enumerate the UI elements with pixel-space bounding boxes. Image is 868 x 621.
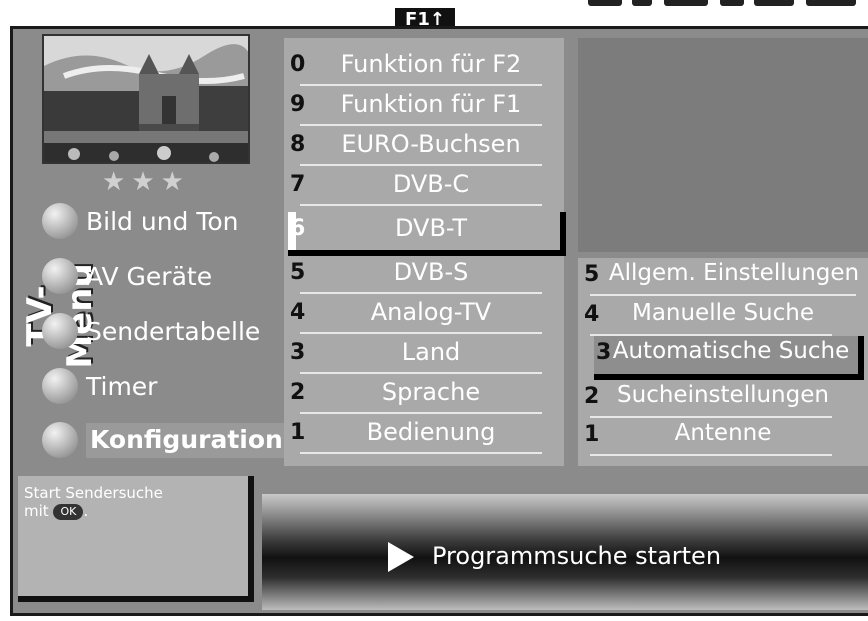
item-label: Antenne <box>674 420 772 446</box>
item-number: 9 <box>290 92 306 117</box>
menu-item-sendertabelle[interactable]: Sendertabelle <box>42 308 277 354</box>
config-item-dvb-t[interactable]: 6 DVB-T <box>288 212 566 256</box>
item-label: Manuelle Suche <box>631 300 815 326</box>
selection-highlight <box>594 336 858 374</box>
item-number: 1 <box>290 420 306 445</box>
row-divider <box>300 452 542 454</box>
help-text-box: Start Sendersuche mit OK. <box>18 476 254 602</box>
item-label: Sucheinstellungen <box>617 382 829 408</box>
row-divider <box>300 372 542 374</box>
item-number: 3 <box>290 340 306 365</box>
config-item-funktion-f1[interactable]: 9 Funktion für F1 <box>290 88 552 128</box>
item-number: 4 <box>584 302 600 327</box>
dvbt-item-allgem-einstellungen[interactable]: 5 Allgem. Einstellungen <box>580 258 866 298</box>
item-label: Bedienung <box>366 418 496 446</box>
row-divider <box>590 334 832 336</box>
menu-item-av-geraete[interactable]: AV Geräte <box>42 253 277 299</box>
menu-ball-icon <box>42 258 78 294</box>
menu-item-konfiguration[interactable]: Konfiguration <box>42 417 289 463</box>
item-number: 7 <box>290 172 306 197</box>
row-divider <box>300 412 542 414</box>
help-suffix: . <box>83 502 89 520</box>
config-item-bedienung[interactable]: 1 Bedienung <box>290 416 552 456</box>
config-item-analog-tv[interactable]: 4 Analog-TV <box>290 296 552 336</box>
row-divider <box>590 294 856 296</box>
help-prefix: mit <box>24 502 49 520</box>
rating-stars: ★★★ <box>102 167 190 197</box>
menu-ball-icon <box>42 203 78 239</box>
row-divider <box>590 454 832 456</box>
row-divider <box>300 332 542 334</box>
dvbt-item-manuelle-suche[interactable]: 4 Manuelle Suche <box>580 298 842 338</box>
row-divider <box>300 84 542 86</box>
config-item-dvb-s[interactable]: 5 DVB-S <box>290 256 552 296</box>
menu-item-timer[interactable]: Timer <box>42 363 277 409</box>
menu-ball-icon <box>42 368 78 404</box>
dvbt-item-automatische-suche[interactable]: 3 Automatische Suche <box>594 336 864 380</box>
menu-item-label: AV Geräte <box>86 261 213 291</box>
help-line-2: mit OK. <box>24 502 242 520</box>
item-label: Sprache <box>381 378 481 406</box>
start-search-button[interactable]: Programmsuche starten <box>432 542 722 570</box>
play-icon <box>388 542 414 572</box>
item-number: 0 <box>290 52 306 77</box>
menu-ball-icon <box>42 313 78 349</box>
item-number: 5 <box>290 260 306 285</box>
dvbt-item-antenne[interactable]: 1 Antenne <box>580 418 842 458</box>
row-divider <box>590 416 832 418</box>
row-divider <box>300 164 542 166</box>
row-divider <box>300 124 542 126</box>
item-label: Automatische Suche <box>612 338 850 364</box>
action-bar[interactable] <box>262 494 868 610</box>
item-label: Allgem. Einstellungen <box>608 260 860 286</box>
item-label: Funktion für F2 <box>340 50 522 78</box>
top-decoration <box>548 0 868 28</box>
item-label: Land <box>401 338 461 366</box>
config-item-land[interactable]: 3 Land <box>290 336 552 376</box>
item-label: Funktion für F1 <box>340 90 522 118</box>
menu-item-label: Sendertabelle <box>86 316 261 346</box>
menu-item-label: Timer <box>86 371 158 401</box>
menu-item-label: Konfiguration <box>86 422 289 458</box>
item-number: 1 <box>584 422 600 447</box>
config-item-sprache[interactable]: 2 Sprache <box>290 376 552 416</box>
item-label: DVB-C <box>392 170 470 198</box>
item-number: 2 <box>290 380 306 405</box>
row-divider <box>300 204 542 206</box>
config-item-funktion-f2[interactable]: 0 Funktion für F2 <box>290 48 552 88</box>
item-label: DVB-S <box>393 258 469 286</box>
channel-preview-image <box>42 34 250 164</box>
item-number: 3 <box>596 340 612 365</box>
item-number: 2 <box>584 384 600 409</box>
item-number: 6 <box>290 216 306 241</box>
menu-item-label: Bild und Ton <box>86 206 239 236</box>
menu-item-bild-und-ton[interactable]: Bild und Ton <box>42 198 277 244</box>
item-number: 4 <box>290 300 306 325</box>
item-number: 5 <box>584 262 600 287</box>
help-line-1: Start Sendersuche <box>24 484 163 502</box>
selection-highlight-edge <box>288 212 296 250</box>
item-label: DVB-T <box>394 214 468 242</box>
dvbt-item-sucheinstellungen[interactable]: 2 Sucheinstellungen <box>580 380 842 420</box>
menu-ball-icon <box>42 422 78 458</box>
item-number: 8 <box>290 132 306 157</box>
item-label: Analog-TV <box>370 298 492 326</box>
item-label: EURO-Buchsen <box>341 130 521 158</box>
config-item-euro-buchsen[interactable]: 8 EURO-Buchsen <box>290 128 552 168</box>
ok-key-icon: OK <box>53 503 84 520</box>
config-item-dvb-c[interactable]: 7 DVB-C <box>290 168 552 208</box>
row-divider <box>300 292 542 294</box>
selection-highlight <box>296 212 560 250</box>
info-panel <box>578 38 868 252</box>
